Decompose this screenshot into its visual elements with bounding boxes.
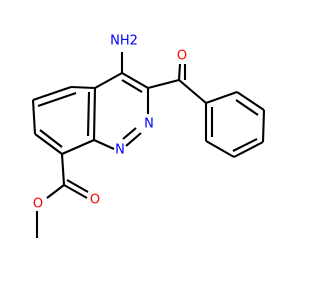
bond <box>122 127 137 140</box>
bond <box>32 86 72 101</box>
bond <box>178 79 207 104</box>
bond <box>121 72 149 89</box>
bond <box>66 179 89 193</box>
bond <box>205 91 238 104</box>
bond <box>94 72 123 89</box>
bond <box>236 91 265 111</box>
bond <box>70 85 96 90</box>
bond <box>232 138 258 152</box>
bond <box>37 92 77 107</box>
bond <box>61 139 95 155</box>
bond <box>177 63 182 81</box>
amino-label: NH2 <box>110 34 138 49</box>
bond <box>86 91 91 137</box>
bond <box>39 129 63 148</box>
bond <box>235 99 259 116</box>
atom-labels: NH2 N N O O O <box>33 34 187 212</box>
bond <box>233 141 264 158</box>
ester-oxygen-label: O <box>33 197 43 212</box>
bond <box>63 184 88 199</box>
bond <box>147 78 180 90</box>
bond <box>92 87 97 141</box>
bond-set <box>31 52 266 238</box>
ketone-oxygen-label: O <box>177 49 187 64</box>
ring-nitrogen-upper-label: N <box>144 117 154 132</box>
bond <box>34 133 63 155</box>
bond <box>46 184 65 199</box>
bond <box>60 153 66 186</box>
bond <box>125 132 142 147</box>
structure-canvas: NH2 N N O O O <box>31 33 266 238</box>
bond <box>93 139 115 150</box>
bond <box>205 140 235 158</box>
ester-carbonyl-oxygen-label: O <box>90 193 100 208</box>
bond <box>31 99 37 135</box>
bond <box>121 79 143 93</box>
ring-nitrogen-lower-label: N <box>115 143 125 158</box>
bond <box>261 109 266 143</box>
molecule-drawing: NH2 N N O O O <box>31 34 266 238</box>
